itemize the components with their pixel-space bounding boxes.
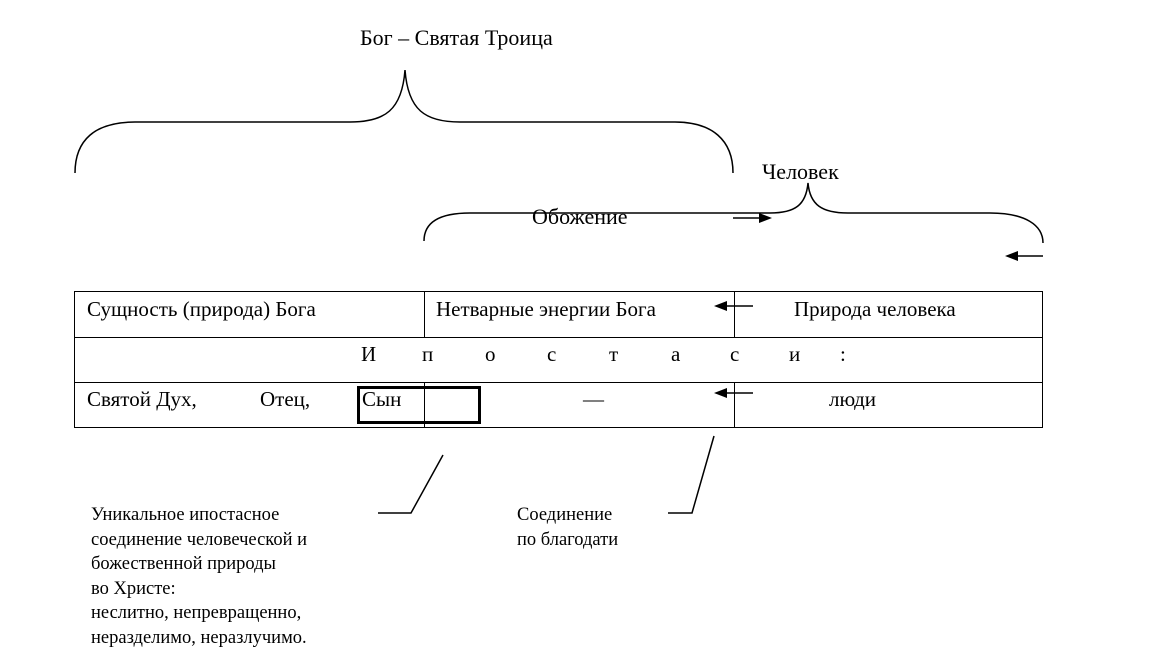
grace-union-note: Соединение по благодати (517, 503, 618, 552)
hypostases-letter: : (840, 342, 846, 366)
son-cell: Сын (362, 387, 402, 411)
row-divider (75, 337, 1042, 338)
hypostases-letter: и (789, 342, 801, 366)
note-line: Уникальное ипостасное (91, 505, 280, 525)
connector-grace-union (668, 435, 715, 514)
people-cell: люди (829, 387, 877, 411)
hypostases-letter: о (485, 342, 496, 366)
arrow-left-icon (714, 301, 753, 311)
note-line: соединение человеческой и (91, 529, 308, 550)
note-line: неразделимо, неразлучимо. (91, 627, 307, 648)
essence-cell: Сущность (природа) Бога (87, 297, 316, 321)
col-divider (734, 382, 735, 428)
dash-cell: — (583, 387, 604, 411)
note-line: Соединение (517, 505, 613, 525)
connector-hypostatic-union (378, 454, 444, 514)
hypostases-letter: с (547, 342, 557, 366)
note-line: неслитно, непревращенно, (91, 603, 302, 623)
col-divider (424, 382, 425, 428)
hypostases-letter: И (361, 342, 377, 366)
arrow-left-icon (714, 388, 753, 398)
col-divider (734, 292, 735, 337)
col-divider (424, 292, 425, 337)
hypostases-letter: а (671, 342, 681, 366)
holy-spirit-cell: Святой Дух, (87, 387, 197, 411)
father-cell: Отец, (260, 387, 311, 411)
deification-label: Обожение (532, 204, 628, 229)
note-line: по благодати (517, 529, 619, 550)
energies-cell: Нетварные энергии Бога (436, 297, 656, 321)
concept-table: Сущность (природа) Бога Нетварные энерги… (74, 291, 1043, 428)
arrow-left-icon (1005, 251, 1043, 261)
row-divider (75, 382, 1042, 383)
arrow-right-icon (733, 213, 772, 223)
trinity-brace (74, 69, 734, 174)
diagram-title: Бог – Святая Троица (360, 25, 553, 50)
human-label: Человек (762, 159, 839, 184)
hypostases-letter: т (609, 342, 619, 366)
hypostases-letter: с (730, 342, 740, 366)
hypostatic-union-note: Уникальное ипостасное соединение человеч… (91, 503, 307, 650)
human-nature-cell: Природа человека (794, 297, 956, 321)
note-line: во Христе: (91, 578, 176, 599)
hypostases-letter: п (422, 342, 434, 366)
son-highlight-box (357, 386, 481, 424)
note-line: божественной природы (91, 554, 276, 574)
human-brace (423, 182, 1044, 244)
